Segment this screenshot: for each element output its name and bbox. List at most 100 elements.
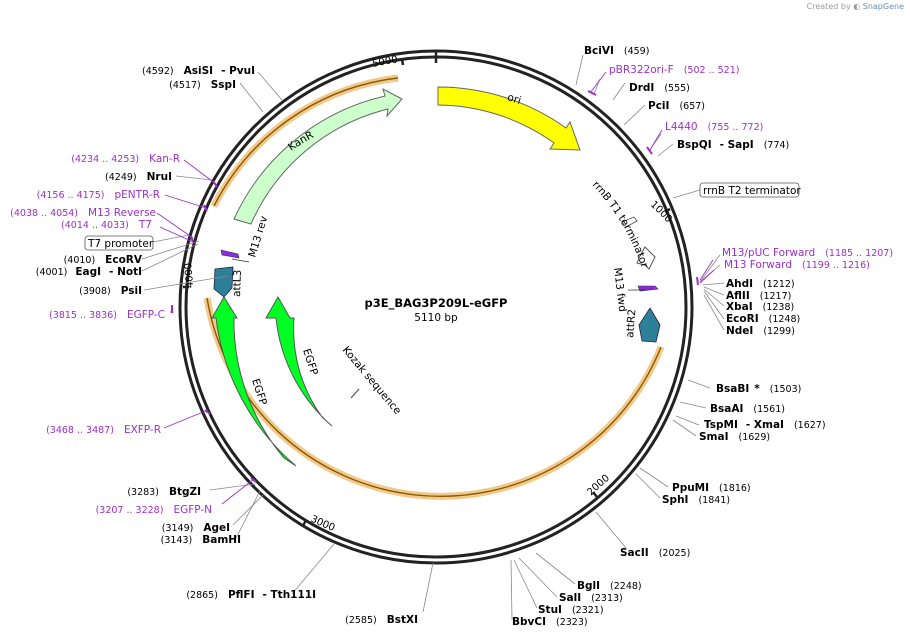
kanr-feature[interactable]: KanR	[233, 88, 403, 225]
svg-text:(4156 .. 4175)pENTR-R: (4156 .. 4175)pENTR-R	[37, 189, 160, 201]
highlight-arcs	[203, 74, 665, 500]
svg-text:(4517)SspI: (4517)SspI	[169, 79, 236, 91]
m13-fwd-feature[interactable]: M13 fwd	[611, 267, 659, 313]
enzyme-pflfi-name: PflFI	[228, 589, 255, 601]
enzyme-bgli-pos: (2248)	[610, 581, 642, 592]
svg-text:StuI(2321): StuI (2321)	[538, 604, 604, 616]
svg-text:(4014 .. 4033)T7: (4014 .. 4033)T7	[61, 219, 152, 231]
enzyme-ecorv-pos: (4010)	[64, 255, 96, 266]
enzyme-xbai-name: XbaI	[726, 301, 753, 313]
primer-pbr322ori-f-range: (502 .. 521)	[684, 65, 740, 76]
enzyme-tspmi-name: TspMI	[704, 419, 738, 431]
kozak-label: Kozak sequence	[340, 344, 404, 417]
primer-leader-lines	[156, 71, 715, 505]
enzyme-ecori-name: EcoRI	[726, 313, 759, 325]
enzyme-sacii-name: SacII	[620, 547, 649, 559]
attl3-label: attL3	[231, 269, 244, 297]
svg-text:(3283)BtgZI: (3283) BtgZI	[127, 486, 201, 498]
t7-promoter-boxed-label[interactable]: T7 promoter	[84, 235, 154, 251]
svg-text:(3815 .. 3836)EGFP-C: (3815 .. 3836) EGFP-C	[49, 309, 165, 321]
enzyme-xmai-name: XmaI	[754, 419, 784, 431]
enzyme-sali-pos: (2313)	[591, 593, 623, 604]
enzyme-asisi-pos: (4592)	[142, 66, 174, 77]
svg-text:BglI(2248): BglI(2248)	[577, 580, 642, 592]
svg-text:(2585)BstXI: (2585) BstXI	[345, 614, 418, 626]
svg-text:(3207 .. 3228)EGFP-N: (3207 .. 3228)EGFP-N	[96, 504, 212, 516]
enzyme-agei-pos: (3149)	[162, 523, 194, 534]
svg-text:NdeI(1299): NdeI(1299)	[726, 325, 795, 337]
svg-text:(2865)PflFI- Tth111I: (2865)PflFI- Tth111I	[186, 589, 316, 601]
plasmid-size: 5110 bp	[414, 312, 458, 324]
enzyme-labels-right[interactable]: BciVI(459) DrdI(555) PciI(657) BspQI- Sa…	[512, 45, 826, 628]
enzyme-bspqi-pos: (774)	[764, 140, 790, 151]
enzyme-ecorv-name: EcoRV	[105, 254, 143, 266]
svg-text:BbvCI(2323): BbvCI(2323)	[512, 616, 588, 628]
primer-m13-reverse-range: (4038 .. 4054)	[10, 208, 78, 219]
rrnb-terminators[interactable]: rrnB T1 terminator	[590, 179, 656, 270]
snapgene-credit: Created by ◐ SnapGene	[807, 2, 904, 11]
enzyme-aflii-name: AflII	[726, 290, 750, 302]
primer-labels[interactable]: pBR322ori-F(502 .. 521) L4440(755 .. 772…	[10, 64, 893, 516]
svg-text:(3908)PsiI: (3908)PsiI	[79, 285, 142, 297]
ori-label: ori	[506, 91, 523, 107]
enzyme-bspqi-name: BspQI	[677, 139, 712, 151]
enzyme-bstxi-name: BstXI	[387, 614, 418, 626]
enzyme-stui-pos: (2321)	[572, 605, 604, 616]
kozak-feature[interactable]: Kozak sequence	[340, 344, 404, 417]
attr2-feature[interactable]: attR2	[624, 307, 661, 343]
enzyme-sacii-pos: (2025)	[659, 548, 691, 559]
primer-m13-reverse-name: M13 Reverse	[88, 207, 156, 219]
primer-marks	[171, 90, 699, 483]
enzyme-drdi-name: DrdI	[629, 82, 654, 94]
svg-text:AhdI(1212): AhdI(1212)	[726, 278, 795, 290]
svg-text:M13/pUC Forward(1185 .. 1207): M13/pUC Forward(1185 .. 1207)	[722, 247, 893, 259]
svg-text:(4249)NruI: (4249)NruI	[105, 171, 172, 183]
egfp-inner-feature[interactable]: EGFP	[265, 295, 333, 427]
enzyme-tspmi-pos: (1627)	[794, 420, 826, 431]
primer-m13-forward-name: M13 Forward	[724, 259, 792, 271]
primer-egfp-c-range: (3815 .. 3836)	[49, 310, 117, 321]
enzyme-btgzi-name: BtgZI	[169, 486, 201, 498]
primer-pbr322ori-f-name: pBR322ori-F	[609, 64, 674, 76]
enzyme-sphi-name: SphI	[662, 494, 688, 506]
backbone	[178, 49, 694, 565]
svg-text:pBR322ori-F(502 .. 521): pBR322ori-F (502 .. 521)	[609, 64, 739, 76]
rrnb-t2-label: rrnB T2 terminator	[703, 185, 801, 197]
svg-text:AflII(1217): AflII (1217)	[726, 290, 791, 302]
ori-feature[interactable]: ori	[437, 86, 581, 151]
enzyme-bamhi-name: BamHI	[202, 534, 241, 546]
primer-pentr-r-range: (4156 .. 4175)	[37, 190, 105, 201]
enzyme-eagi-name: EagI	[75, 266, 101, 278]
primer-m13-puc-forward-range: (1185 .. 1207)	[825, 248, 893, 259]
t7-promoter-label: T7 promoter	[87, 238, 154, 250]
enzyme-aflii-pos: (1217)	[760, 291, 792, 302]
snapgene-logo-icon: ◐	[853, 2, 861, 11]
primer-egfp-c-name: EGFP-C	[127, 309, 165, 321]
primer-exfp-r-name: EXFP-R	[124, 424, 161, 436]
svg-text:M13 Forward(1199 .. 1216): M13 Forward(1199 .. 1216)	[724, 259, 870, 271]
enzyme-bstxi-pos: (2585)	[345, 615, 377, 626]
credit-brand: SnapGene	[862, 2, 904, 11]
enzyme-btgzi-pos: (3283)	[127, 487, 159, 498]
attl3-feature[interactable]: attL3	[213, 266, 244, 298]
svg-text:SphI(1841): SphI(1841)	[662, 494, 730, 506]
enzyme-drdi-pos: (555)	[664, 83, 690, 94]
svg-text:(4038 .. 4054)M13 Reverse: (4038 .. 4054) M13 Reverse	[10, 207, 156, 219]
enzyme-pcii-name: PciI	[648, 100, 669, 112]
enzyme-labels-left[interactable]: (2585) BstXI (2865)PflFI- Tth111I (3143) B…	[36, 65, 418, 626]
enzyme-ahdi-pos: (1212)	[763, 279, 795, 290]
svg-text:(3468 .. 3487)EXFP-R: (3468 .. 3487)EXFP-R	[46, 424, 161, 436]
rrnb-t2-boxed-label[interactable]: rrnB T2 terminator	[699, 182, 801, 198]
enzyme-sapi-name: SapI	[728, 139, 754, 151]
enzyme-bamhi-pos: (3143)	[161, 535, 193, 546]
enzyme-bbvci-name: BbvCI	[512, 616, 546, 628]
primer-t7-range: (4014 .. 4033)	[61, 220, 129, 231]
svg-text:BciVI(459): BciVI(459)	[584, 45, 649, 57]
enzyme-sspi-name: SspI	[211, 79, 236, 91]
enzyme-psii-name: PsiI	[121, 285, 142, 297]
enzyme-stui-name: StuI	[538, 604, 562, 616]
enzyme-bcivi-pos: (459)	[624, 46, 650, 57]
primer-egfp-n-range: (3207 .. 3228)	[96, 505, 164, 516]
tick-label-2000: 2000	[585, 473, 611, 498]
